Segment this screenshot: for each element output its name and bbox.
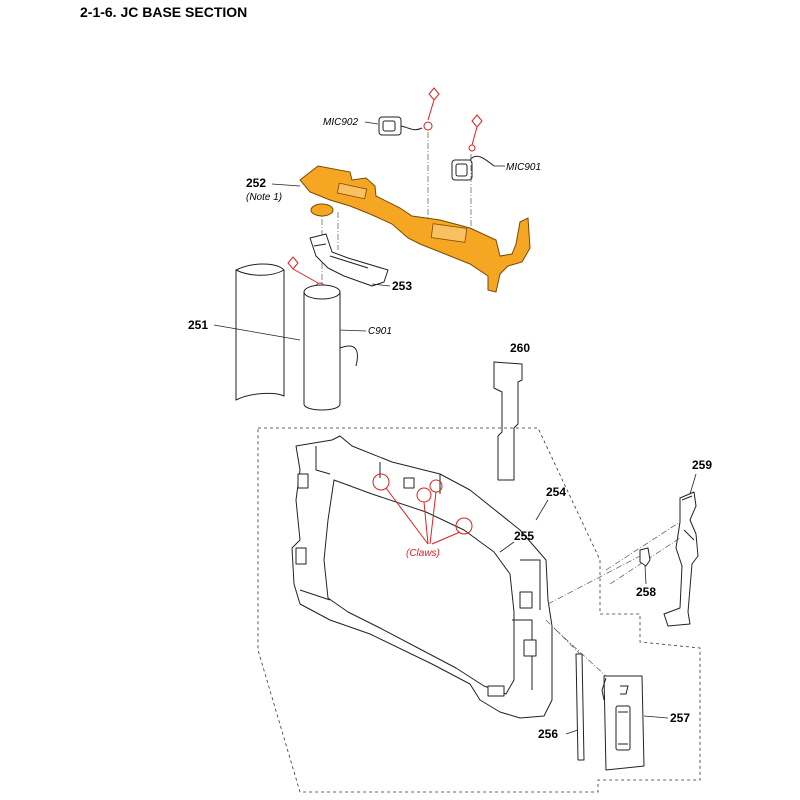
part-251-sheet (235, 263, 285, 401)
claws-label: (Claws) (406, 548, 440, 559)
c901-label: C901 (368, 326, 392, 337)
part-257-label: 257 (670, 711, 690, 725)
part-260-label: 260 (510, 341, 530, 355)
part-253-label: 253 (392, 279, 412, 293)
mic901-part (451, 155, 495, 181)
part-256-label: 256 (538, 727, 558, 741)
part-253-bracket (309, 233, 389, 287)
part-256-strip (545, 619, 585, 761)
note1-label: (Note 1) (246, 192, 282, 203)
part-254-label: 254 (546, 485, 566, 499)
mic902-label: MIC902 (323, 117, 358, 128)
part-251-label: 251 (188, 318, 208, 332)
part-258-clip (547, 547, 651, 605)
part-259-bracket (605, 491, 699, 627)
section-title: 2-1-6. JC BASE SECTION (80, 4, 248, 20)
mic901-label: MIC901 (506, 162, 541, 173)
part-259-label: 259 (692, 458, 712, 472)
part-252-flex-board (299, 165, 531, 293)
mic902-part (378, 116, 423, 136)
assembly-254-outline (257, 427, 701, 793)
part-258-label: 258 (636, 585, 656, 599)
part-255-label: 255 (514, 529, 534, 543)
part-252-label: 252 (246, 176, 266, 190)
part-257-cover (555, 629, 645, 771)
c901-capacitor (303, 284, 358, 411)
part-260-sheet (493, 361, 523, 481)
part-255-frame (291, 435, 553, 719)
